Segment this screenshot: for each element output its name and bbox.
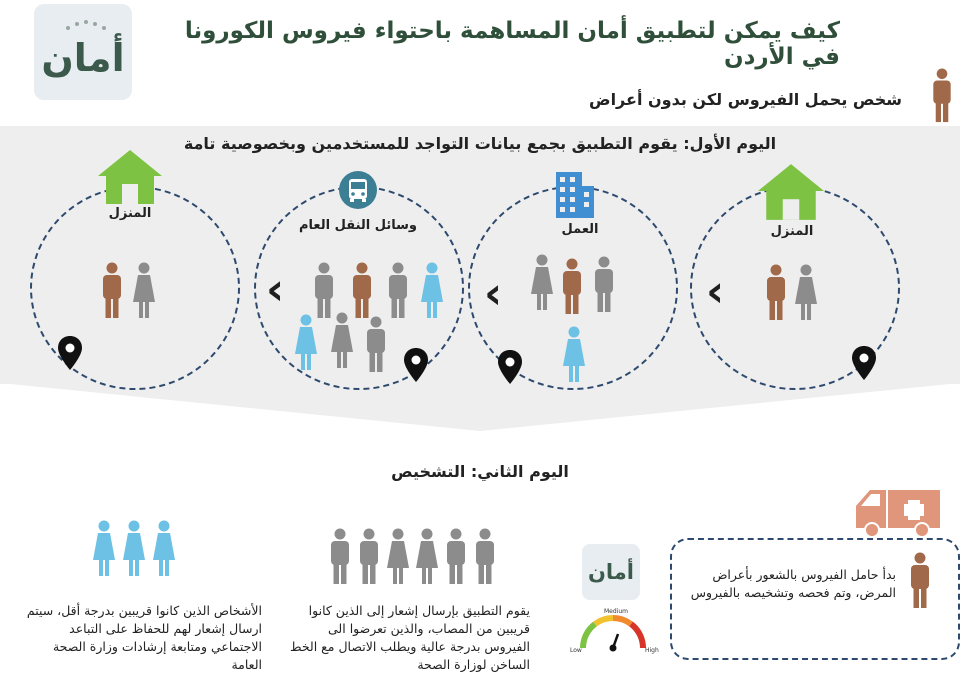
location-pin-icon [852,346,876,380]
logo-text: أمان [41,36,125,80]
carrier-person-icon [353,262,371,318]
high-exposure-person-icon [389,262,407,318]
place-label-transport: وسائل النقل العام [299,218,417,233]
low-exposure-person-icon [421,262,443,318]
place-label-work: العمل [561,222,599,237]
logo-text: أمان [587,560,634,584]
chevron-left-icon: ‹ [706,266,725,317]
high-exposure-person-icon [595,256,613,312]
location-pin-icon [404,348,428,382]
high-exposure-person-icon [416,528,438,584]
day2-heading: اليوم الثاني: التشخيص [391,462,569,481]
ambulance-icon [856,490,940,538]
diagnosis-text: بدأ حامل الفيروس بالشعور بأعراض المرض، و… [690,567,896,601]
low-exposure-person-icon [153,520,175,576]
high-exposure-person-icon [476,528,494,584]
low-exposure-person-icon [93,520,115,576]
location-pin-icon [498,350,522,384]
gauge-medium-label: Medium [604,608,628,615]
low-exposure-person-icon [563,326,585,382]
chevron-left-icon: ‹ [484,268,503,319]
high-exposure-person-icon [331,528,349,584]
low-exposure-person-icon [295,314,317,370]
page-title: كيف يمكن لتطبيق أمان المساهمة باحتواء في… [184,18,840,70]
aman-logo: أمان [34,4,132,100]
carrier-person-icon [933,68,951,123]
risk-gauge: Low Medium High [570,608,659,654]
legend-carrier-text: شخص يحمل الفيروس لكن بدون أعراض [589,90,902,109]
low-exposure-person-icon [123,520,145,576]
carrier-person-icon [563,258,581,314]
diagnosis-box [670,538,960,660]
carrier-person-icon [911,552,929,608]
house-icon [98,150,162,204]
high-exposure-person-icon [795,264,817,320]
high-exposure-person-icon [387,528,409,584]
high-exposure-person-icon [331,312,353,368]
office-building-icon [556,172,594,218]
carrier-person-icon [103,262,121,318]
bus-icon [339,171,377,209]
high-exposure-person-icon [531,254,553,310]
place-label-home-left: المنزل [108,206,152,221]
notify-high-risk-text: يقوم التطبيق بإرسال إشعار إلى الذين كانو… [289,603,530,673]
band-arrow-shape [0,383,960,431]
day1-heading: اليوم الأول: يقوم التطبيق بجمع بيانات ال… [183,134,777,153]
location-pin-icon [58,336,82,370]
high-exposure-person-icon [447,528,465,584]
high-exposure-person-icon [133,262,155,318]
gauge-low-label: Low [570,647,582,654]
gauge-high-label: High [645,647,659,654]
carrier-person-icon [767,264,785,320]
logo-dots-icon [66,20,106,30]
high-exposure-person-icon [360,528,378,584]
chevron-left-icon: ‹ [266,264,285,315]
notify-low-risk-text: الأشخاص الذين كانوا قريبين بدرجة أقل، سي… [26,603,262,673]
aman-logo-small: أمان [582,544,640,600]
place-label-home-right: المنزل [770,224,814,239]
house-icon [758,164,824,220]
high-exposure-person-icon [315,262,333,318]
high-exposure-person-icon [367,316,385,372]
